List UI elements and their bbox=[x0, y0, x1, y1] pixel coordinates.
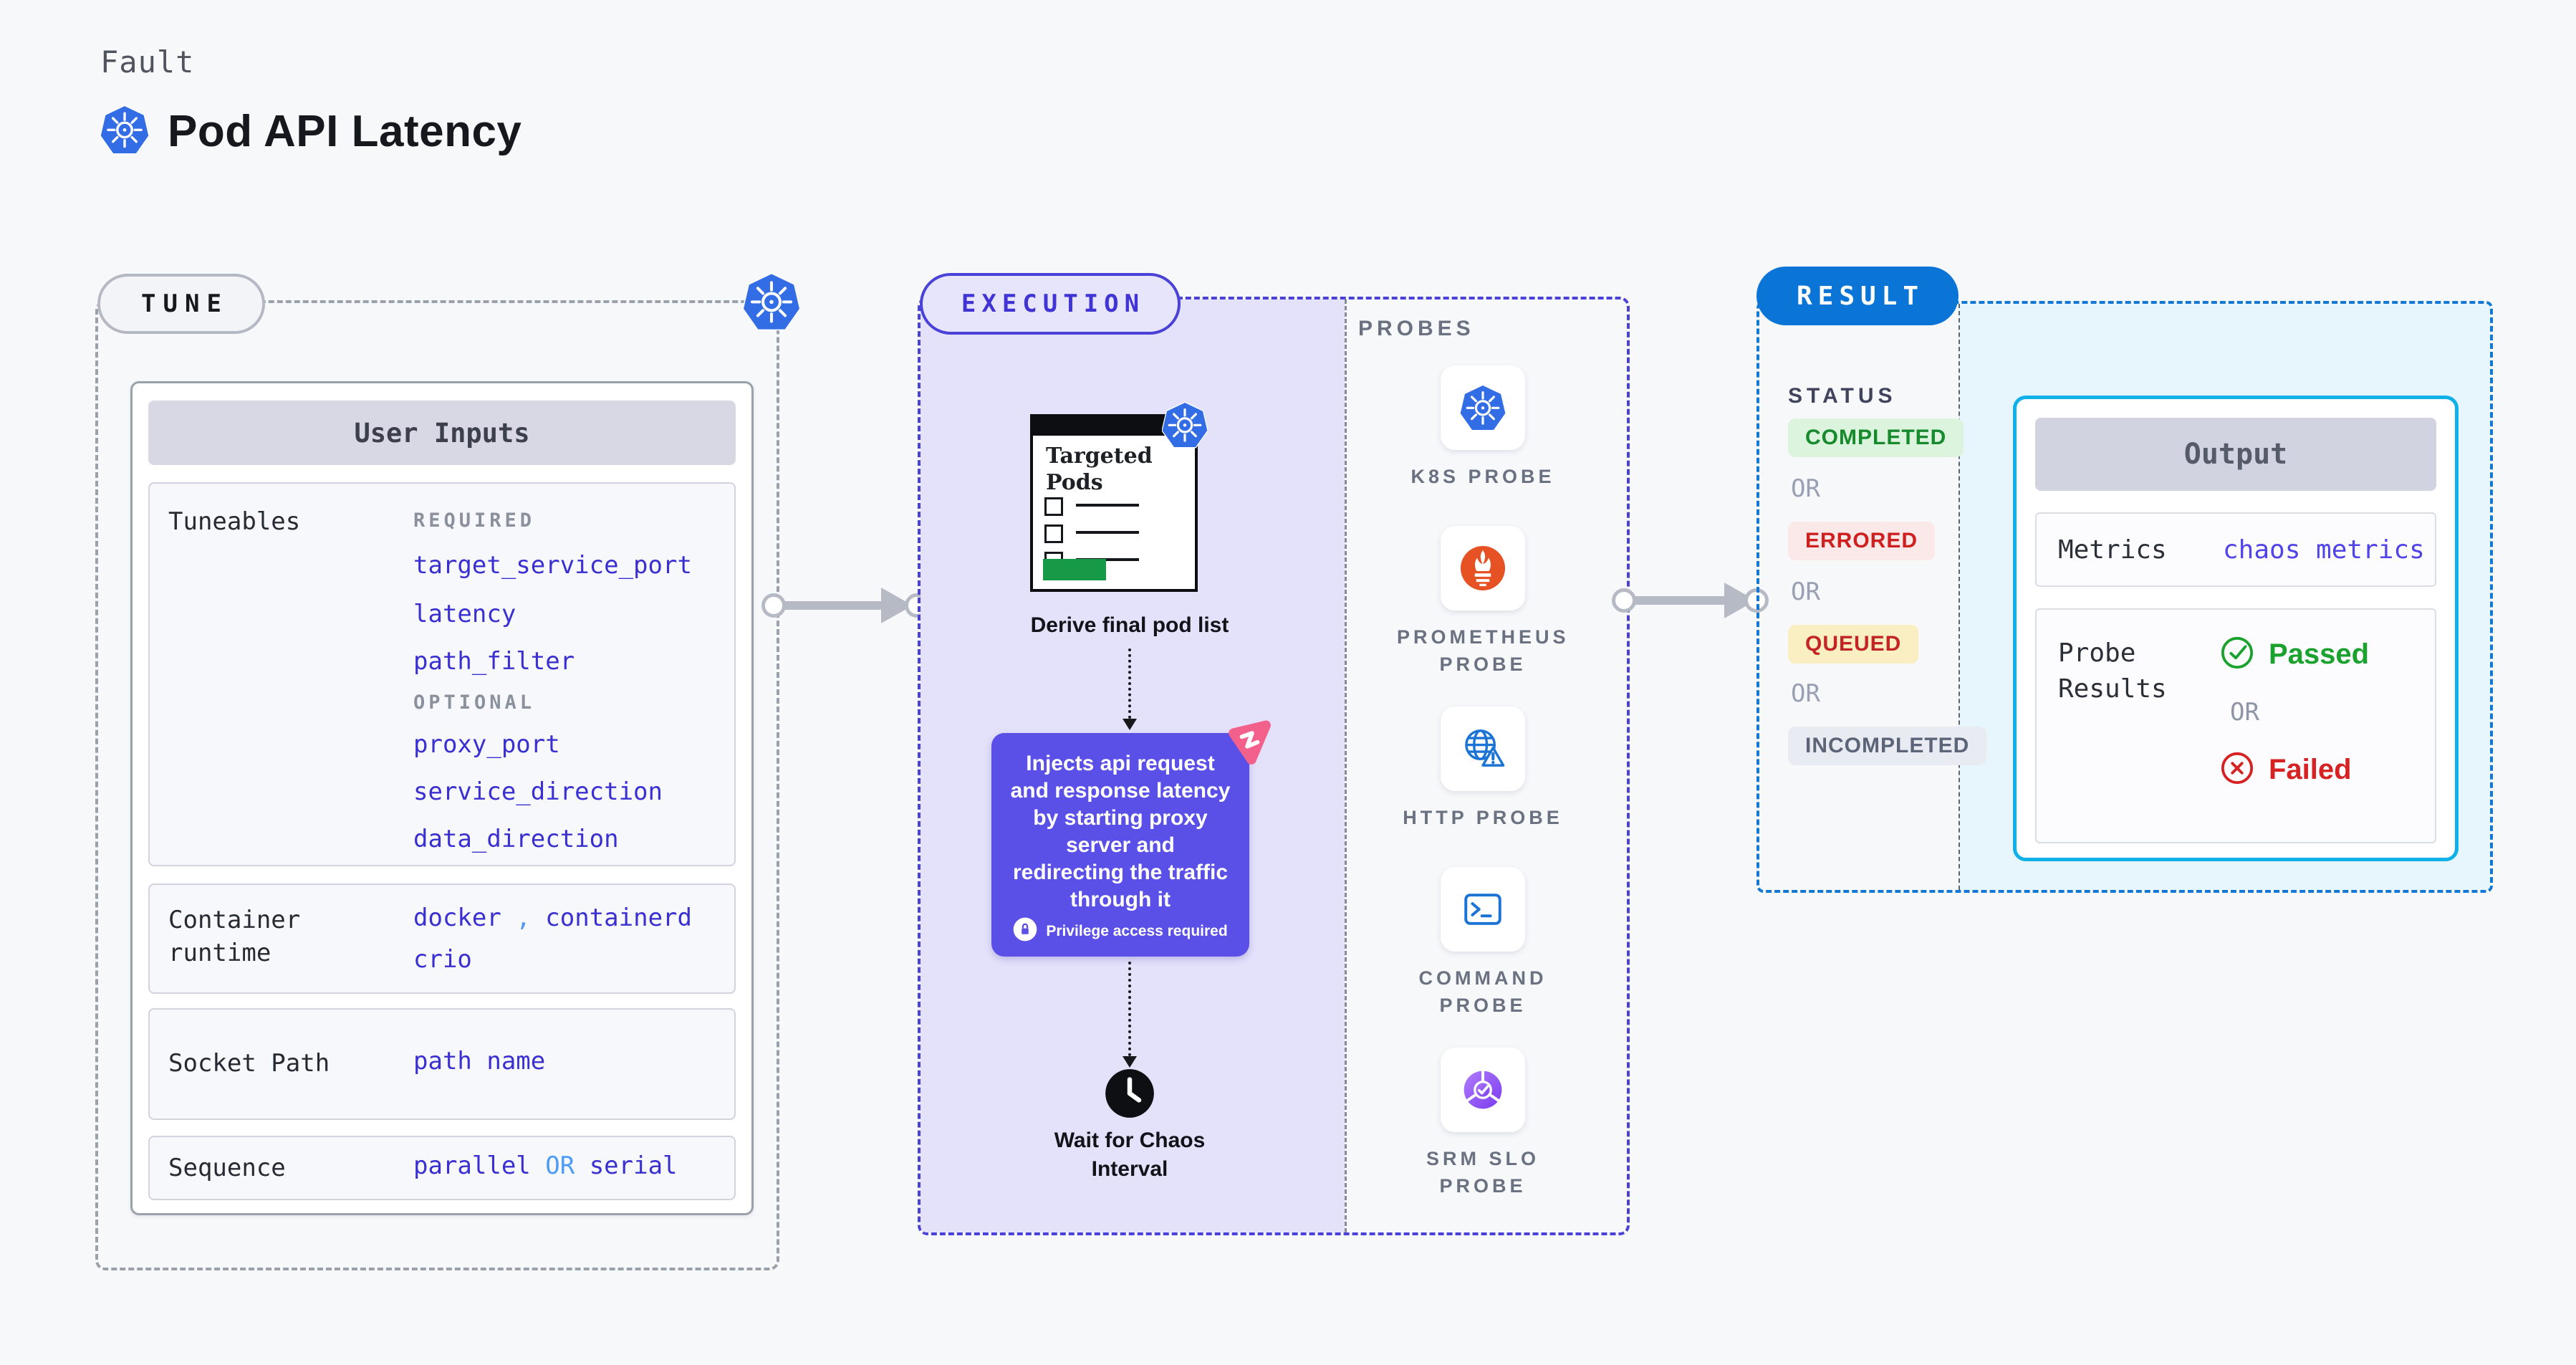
targeted-pods-title: Targeted Pods bbox=[1046, 444, 1153, 495]
optional-heading: OPTIONAL bbox=[413, 691, 536, 714]
sequence-value: parallel OR serial bbox=[413, 1151, 678, 1180]
failed-label: Failed bbox=[2269, 754, 2352, 785]
inject-description: Injects api request and response latency… bbox=[1010, 752, 1231, 911]
kubernetes-icon bbox=[1160, 401, 1209, 452]
or-text: OR bbox=[1791, 474, 1820, 503]
inject-latency-card: Injects api request and response latency… bbox=[991, 733, 1249, 957]
required-heading: REQUIRED bbox=[413, 509, 536, 532]
sequence-label: Sequence bbox=[168, 1154, 286, 1182]
or-text: OR bbox=[1791, 679, 1820, 708]
probes-heading: PROBES bbox=[1358, 317, 1475, 340]
kubernetes-icon bbox=[99, 104, 150, 158]
pod-line bbox=[1076, 504, 1139, 507]
probes-divider bbox=[1345, 300, 1347, 1232]
slo-gauge-icon bbox=[1441, 1048, 1525, 1132]
probe-results-label: Probe Results bbox=[2058, 638, 2167, 704]
passed-label: Passed bbox=[2269, 638, 2370, 670]
tune-section-label: TUNE bbox=[97, 274, 265, 334]
probe-label: HTTP PROBE bbox=[1403, 807, 1563, 828]
wait-chaos-interval-caption: Wait for Chaos Interval bbox=[1054, 1129, 1206, 1181]
container-runtime-row: Container runtime docker , containerd cr… bbox=[148, 883, 736, 994]
check-circle-icon bbox=[2220, 636, 2254, 674]
failed-verdict: Failed bbox=[2220, 751, 2369, 789]
probe-item: PROMETHEUS PROBE bbox=[1397, 526, 1569, 678]
status-divider bbox=[1959, 304, 1960, 890]
page-title: Pod API Latency bbox=[168, 107, 522, 156]
flow-arrow bbox=[1624, 596, 1726, 605]
or-text: OR bbox=[1791, 578, 1820, 606]
clock-icon bbox=[1104, 1068, 1155, 1123]
execution-section-label: EXECUTION bbox=[920, 273, 1181, 335]
probe-item: SRM SLO PROBE bbox=[1397, 1048, 1569, 1199]
tuneable-value: path_filter bbox=[413, 647, 575, 676]
dotted-flow-arrow bbox=[1123, 648, 1137, 730]
result-section-label: RESULT bbox=[1756, 267, 1959, 325]
progress-bar bbox=[1043, 559, 1106, 580]
probe-results-row: Probe Results Passed OR bbox=[2035, 608, 2436, 843]
socket-path-label: Socket Path bbox=[168, 1049, 330, 1078]
tuneable-value: data_direction bbox=[413, 825, 619, 853]
chaos-icon bbox=[1218, 715, 1278, 779]
metrics-label: Metrics bbox=[2058, 535, 2167, 565]
probe-verdicts: Passed OR Failed bbox=[2220, 636, 2369, 816]
passed-verdict: Passed bbox=[2220, 636, 2369, 674]
status-badge-queued: QUEUED bbox=[1788, 625, 1919, 664]
derive-pod-list-caption: Derive final pod list bbox=[1030, 613, 1229, 637]
probe-label: PROMETHEUS PROBE bbox=[1397, 626, 1570, 675]
output-title: Output bbox=[2035, 418, 2436, 491]
pod-line bbox=[1076, 531, 1139, 534]
connector-node bbox=[1612, 588, 1636, 613]
status-badge-errored: ERRORED bbox=[1788, 522, 1936, 560]
fault-eyebrow: Fault bbox=[100, 44, 195, 80]
checkbox-icon bbox=[1044, 525, 1063, 543]
terminal-icon bbox=[1441, 867, 1525, 952]
tuneable-value: proxy_port bbox=[413, 730, 560, 759]
metrics-value: chaos metrics bbox=[2223, 535, 2425, 565]
sequence-row: Sequence parallel OR serial bbox=[148, 1136, 736, 1200]
probe-label: SRM SLO PROBE bbox=[1426, 1148, 1539, 1197]
tuneable-value: service_direction bbox=[413, 777, 663, 806]
status-heading: STATUS bbox=[1788, 384, 1897, 408]
comma-separator: , bbox=[516, 904, 531, 932]
tuneable-value: latency bbox=[413, 600, 516, 628]
privilege-note-row: Privilege access required bbox=[991, 917, 1249, 945]
x-circle-icon bbox=[2220, 751, 2254, 789]
flow-arrow bbox=[774, 601, 883, 610]
page-title-row: Pod API Latency bbox=[99, 104, 522, 158]
tune-section-frame bbox=[95, 300, 779, 1270]
targeted-pods-card: Targeted Pods bbox=[1030, 414, 1198, 592]
user-inputs-title: User Inputs bbox=[148, 401, 736, 465]
container-runtime-value: crio bbox=[413, 945, 472, 974]
container-runtime-label: Container runtime bbox=[168, 906, 301, 967]
status-badge-completed: COMPLETED bbox=[1788, 418, 1964, 457]
pod-line bbox=[1076, 558, 1139, 561]
tuneables-row: Tuneables REQUIRED target_service_port l… bbox=[148, 482, 736, 866]
privilege-note: Privilege access required bbox=[1046, 922, 1228, 939]
probe-item: K8S PROBE bbox=[1397, 365, 1569, 490]
user-inputs-card: User Inputs Tuneables REQUIRED target_se… bbox=[130, 381, 754, 1215]
probe-item: COMMAND PROBE bbox=[1397, 867, 1569, 1019]
status-badge-incompleted: INCOMPLETED bbox=[1788, 727, 1987, 765]
probe-item: HTTP PROBE bbox=[1397, 707, 1569, 831]
connector-node bbox=[761, 593, 786, 618]
checkbox-icon bbox=[1044, 497, 1063, 516]
socket-path-row: Socket Path path name bbox=[148, 1008, 736, 1120]
probe-label: COMMAND PROBE bbox=[1418, 967, 1547, 1016]
tuneable-value: target_service_port bbox=[413, 551, 692, 580]
kubernetes-icon bbox=[1441, 365, 1525, 450]
socket-path-value: path name bbox=[413, 1047, 546, 1076]
prometheus-icon bbox=[1441, 526, 1525, 610]
output-card: Output Metrics chaos metrics Probe Resul… bbox=[2013, 396, 2459, 861]
lock-icon bbox=[1013, 917, 1037, 945]
tuneables-label: Tuneables bbox=[168, 507, 301, 536]
container-runtime-values: docker , containerd bbox=[413, 904, 692, 932]
or-separator: OR bbox=[545, 1151, 575, 1180]
globe-alert-icon bbox=[1441, 707, 1525, 791]
or-text: OR bbox=[2230, 698, 2259, 727]
metrics-row: Metrics chaos metrics bbox=[2035, 512, 2436, 587]
dotted-flow-arrow bbox=[1123, 962, 1137, 1068]
kubernetes-icon bbox=[741, 272, 802, 335]
probe-label: K8S PROBE bbox=[1410, 466, 1555, 487]
